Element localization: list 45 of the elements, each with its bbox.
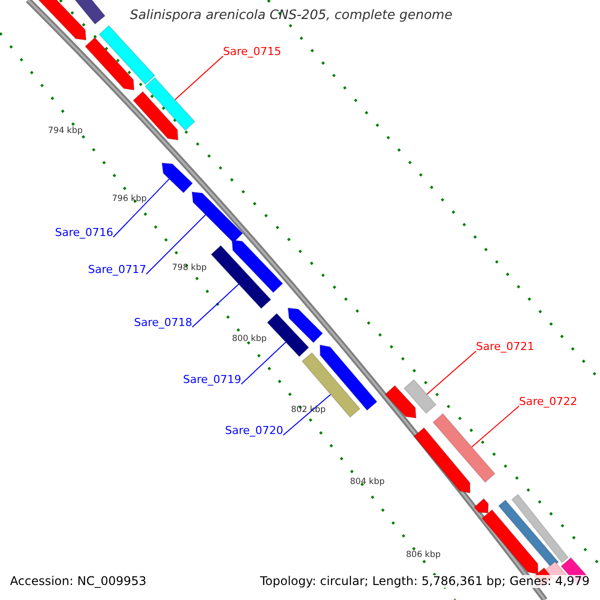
- gene-label: Sare_0718: [134, 317, 192, 330]
- leader-line: [426, 350, 476, 395]
- gene-label: Sare_0717: [88, 264, 146, 276]
- scale-label: 804 kbp: [350, 478, 385, 488]
- gene-block: [432, 413, 496, 483]
- gene-block: [287, 307, 324, 344]
- gene-block: [231, 239, 284, 294]
- gene-block: [191, 191, 244, 244]
- gene-block: [36, 0, 87, 41]
- gene-block: [210, 244, 272, 310]
- scale-label: 796 kbp: [112, 195, 147, 204]
- scale-label: 794 kbp: [48, 127, 83, 136]
- scale-label: 800 kbp: [232, 335, 267, 344]
- gene-block: [132, 90, 179, 141]
- leader-line: [240, 342, 286, 385]
- gene-label: Sare_0715: [223, 46, 282, 58]
- leader-line: [192, 284, 240, 328]
- gene-label: Sare_0720: [225, 425, 284, 438]
- gene-label: Sare_0719: [183, 374, 242, 386]
- title: Salinispora arenicola CNS-205, complete genome: [130, 9, 452, 24]
- leader-line: [146, 214, 206, 275]
- gene-label: Sare_0721: [476, 341, 534, 354]
- gene-block: [84, 36, 135, 91]
- scale-label: 806 kbp: [406, 551, 441, 560]
- gene-block: [266, 312, 310, 358]
- info-text: Accession: NC_009953: [10, 575, 146, 588]
- gene-label: Sare_0716: [55, 227, 114, 240]
- gene-block: [161, 162, 194, 194]
- gene-block: [413, 427, 470, 494]
- gene-block: [144, 76, 196, 132]
- scale-label: 802 kbp: [291, 406, 326, 416]
- gene-block: [98, 24, 156, 86]
- gene-block: [498, 499, 560, 569]
- leader-line: [112, 178, 170, 238]
- scale-label: 798 kbp: [172, 264, 207, 274]
- gene-label: Sare_0722: [519, 396, 578, 408]
- gene-block: [474, 498, 489, 514]
- leader-line: [174, 56, 224, 100]
- gene-block: [384, 384, 417, 419]
- info-text: Topology: circular; Length: 5,786,361 bp; Genes: 4,979: [260, 575, 590, 588]
- gene-block: [403, 379, 437, 414]
- leader-line: [471, 406, 520, 448]
- gene-block: [481, 509, 539, 575]
- gene-block: [511, 494, 569, 564]
- leader-line: [282, 394, 332, 436]
